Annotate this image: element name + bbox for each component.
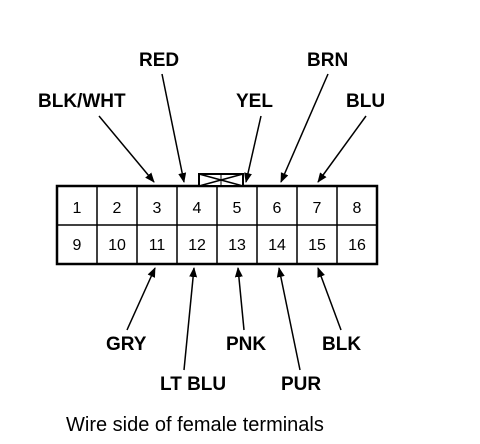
arrow-brn [280,73,329,183]
pin-2: 2 [113,200,122,217]
diagram-caption: Wire side of female terminals [66,414,324,436]
pin-3: 3 [153,200,162,217]
arrow-blk-wht [98,115,155,183]
arrow-lt-blu [183,267,198,371]
bottom-wire-labels: GRY LT BLU PNK PUR BLK [106,334,361,395]
wire-label-pur: PUR [281,374,321,395]
top-wire-labels: BLK/WHT RED YEL BRN BLU [38,50,385,112]
pin-4: 4 [193,200,202,217]
pin-9: 9 [73,237,82,254]
wire-label-blk-wht: BLK/WHT [38,91,126,112]
wire-label-gry: GRY [106,334,147,355]
cell-dividers [96,186,338,264]
pin-10: 10 [108,237,126,254]
wire-label-blk: BLK [322,334,361,355]
wire-label-blu: BLU [346,91,385,112]
wire-label-brn: BRN [307,50,348,71]
pin-12: 12 [188,237,206,254]
arrow-pnk [234,267,245,331]
arrow-gry [126,267,156,331]
arrow-yel [244,115,262,183]
locking-tab-icon [198,173,244,187]
pin-13: 13 [228,237,246,254]
pin-1: 1 [73,200,82,217]
arrow-blk [317,267,342,331]
pin-6: 6 [273,200,282,217]
bottom-row-pins: 9 10 11 12 13 14 15 16 [73,237,366,254]
pin-16: 16 [348,237,366,254]
arrow-pur [276,267,301,371]
pin-8: 8 [353,200,362,217]
pin-15: 15 [308,237,326,254]
wire-label-yel: YEL [236,91,273,112]
top-leader-arrows [98,73,367,183]
pin-14: 14 [268,237,286,254]
top-row-pins: 1 2 3 4 5 6 7 8 [73,200,362,217]
pin-11: 11 [149,237,166,254]
wire-label-red: RED [139,50,179,71]
arrow-red [161,73,187,183]
arrow-blu [317,115,367,183]
bottom-leader-arrows [126,267,342,371]
pin-5: 5 [233,200,242,217]
pin-7: 7 [313,200,322,217]
wire-label-lt-blu: LT BLU [160,374,226,395]
wire-label-pnk: PNK [226,334,266,355]
